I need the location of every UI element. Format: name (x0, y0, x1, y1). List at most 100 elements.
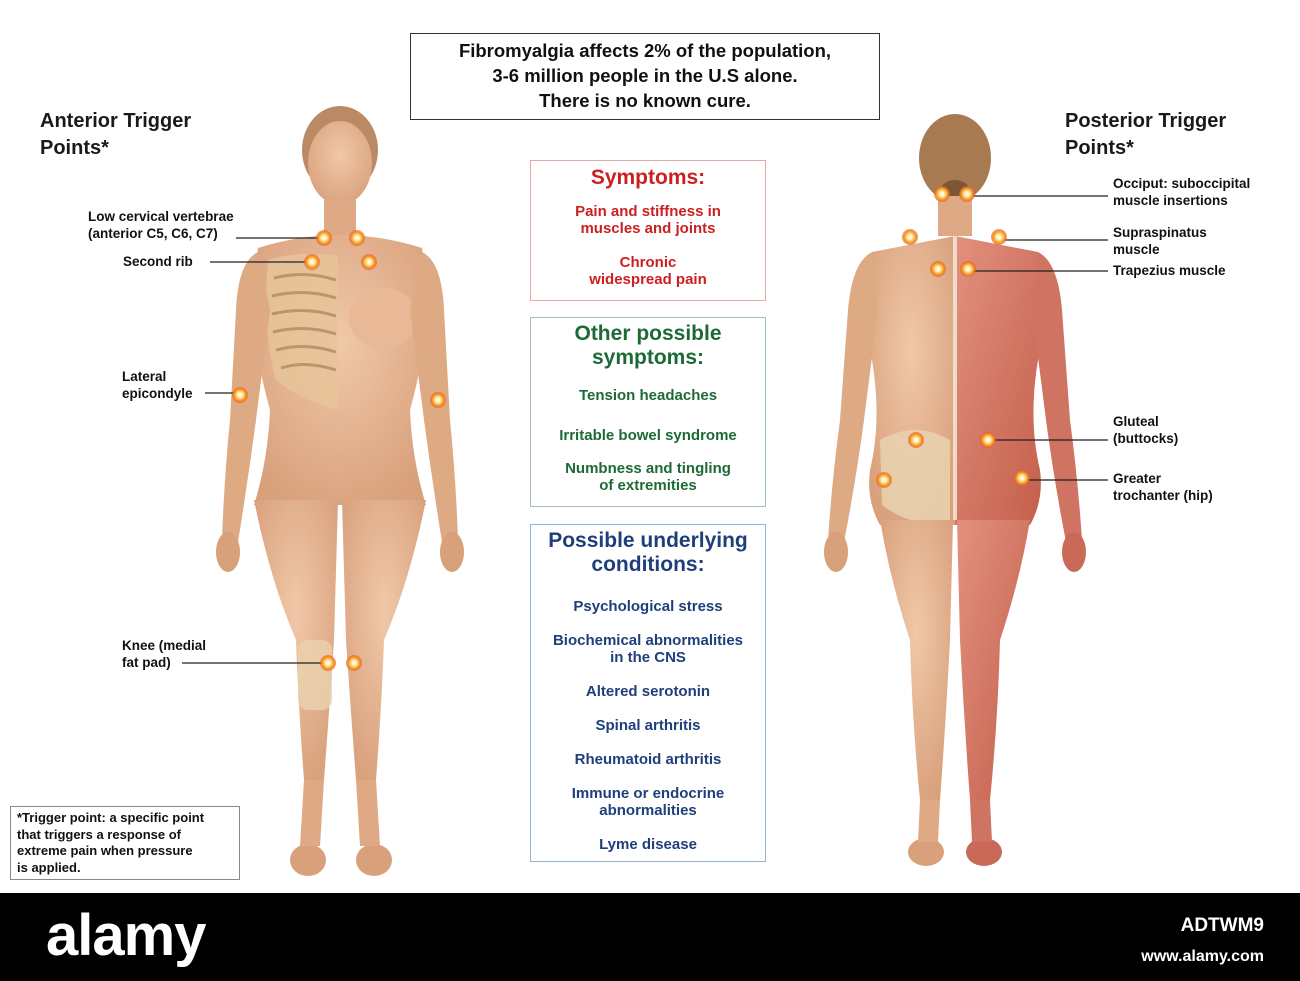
trigger-point-cervical-right (349, 230, 365, 246)
label-occiput-line-1: Occiput: suboccipital (1113, 176, 1251, 191)
back-leg-left (880, 520, 953, 800)
headline-line-1: Fibromyalgia affects 2% of the populatio… (458, 40, 832, 61)
front-hand-left (216, 532, 240, 572)
trigger-point-knee-right (346, 655, 362, 671)
label-greater-trochanter-line-2: trochanter (hip) (1113, 488, 1213, 503)
label-gluteal-line-1: Gluteal (1113, 414, 1159, 429)
trigger-point-epicondyle-left (232, 387, 248, 403)
symptoms-heading: Symptoms: (590, 166, 706, 189)
stock-banner (0, 893, 1300, 981)
front-foot-left (290, 844, 326, 876)
underlying-heading-line-1: Possible underlying (548, 529, 748, 552)
posterior-leader-lines (972, 195, 1108, 481)
front-knee-bones (298, 640, 332, 710)
footnote-line-3: extreme pain when pressure (17, 843, 193, 858)
label-low-cervical: Low cervical vertebrae (anterior C5, C6,… (88, 208, 234, 242)
label-low-cervical-line-1: Low cervical vertebrae (88, 209, 234, 224)
front-leg-left (254, 500, 338, 780)
label-lateral-epicondyle-line-1: Lateral (122, 369, 167, 384)
other-symptoms-item-3-line-1: Numbness and tingling (565, 460, 731, 477)
back-leg-right (957, 520, 1030, 800)
posterior-title: Posterior Trigger Points* (1065, 108, 1226, 162)
underlying-item-6-line-2: abnormalities (599, 802, 697, 819)
label-trapezius: Trapezius muscle (1113, 263, 1226, 278)
back-arm-left (828, 252, 878, 542)
underlying-item-2-line-1: Biochemical abnormalities (552, 632, 744, 649)
trigger-point-epicondyle-right (430, 392, 446, 408)
underlying-item-6-line-1: Immune or endocrine (571, 785, 725, 802)
label-occiput-line-2: muscle insertions (1113, 193, 1228, 208)
underlying-item-1: Psychological stress (573, 598, 723, 615)
trigger-point-occiput-left (934, 186, 950, 202)
trigger-point-cervical-left (316, 230, 332, 246)
label-knee: Knee (medial fat pad) (122, 637, 206, 671)
trigger-point-gluteal-left (908, 432, 924, 448)
label-lateral-epicondyle: Lateral epicondyle (122, 368, 193, 402)
back-torso-muscle (955, 236, 1043, 525)
trigger-point-occiput-right (959, 186, 975, 202)
trigger-point-gluteal-right (980, 432, 996, 448)
back-pelvis (880, 430, 950, 523)
front-foot-right (356, 844, 392, 876)
trigger-points (232, 186, 1030, 671)
back-foot-right (966, 838, 1002, 866)
trigger-point-supraspinatus-right (991, 229, 1007, 245)
symptoms-item-2-line-2: widespread pain (589, 271, 707, 288)
headline-line-2: 3-6 million people in the U.S alone. (492, 65, 798, 86)
symptoms-item-1-line-1: Pain and stiffness in (575, 203, 721, 220)
label-supraspinatus-line-2: muscle (1113, 242, 1160, 257)
label-supraspinatus: Supraspinatus muscle (1113, 224, 1207, 258)
underlying-item-5: Rheumatoid arthritis (574, 751, 722, 768)
label-knee-line-2: fat pad) (122, 655, 171, 670)
front-breast (349, 288, 417, 348)
label-gluteal-line-2: (buttocks) (1113, 431, 1179, 446)
label-gluteal: Gluteal (buttocks) (1113, 413, 1178, 447)
front-leg-right (342, 500, 426, 780)
trigger-point-supraspinatus-left (902, 229, 918, 245)
label-knee-line-1: Knee (medial (122, 638, 207, 653)
symptoms-box: Symptoms: Pain and stiffness in muscles … (530, 160, 766, 301)
back-hand-left (824, 532, 848, 572)
trigger-point-footnote: *Trigger point: a specific point that tr… (10, 806, 240, 880)
underlying-item-3: Altered serotonin (585, 683, 711, 700)
back-head (919, 114, 991, 202)
back-arm-right (1032, 252, 1082, 542)
anterior-title-line-2: Points* (40, 137, 109, 159)
label-supraspinatus-line-1: Supraspinatus (1113, 225, 1207, 240)
other-symptoms-heading-line-2: symptoms: (591, 346, 705, 369)
back-neck (938, 196, 972, 236)
trigger-point-trapezius-right (960, 261, 976, 277)
other-symptoms-item-2: Irritable bowel syndrome (559, 427, 737, 444)
headline-line-3: There is no known cure. (539, 90, 751, 111)
underlying-item-7: Lyme disease (599, 836, 697, 853)
label-lateral-epicondyle-line-2: epicondyle (122, 386, 193, 401)
label-low-cervical-line-2: (anterior C5, C6, C7) (88, 226, 218, 241)
stock-logo: alamy (46, 903, 206, 968)
posterior-figure (824, 114, 1086, 866)
other-symptoms-box: Other possible symptoms: Tension headach… (530, 317, 766, 507)
other-symptoms-heading-line-1: Other possible (574, 322, 722, 345)
other-symptoms-item-1: Tension headaches (578, 387, 718, 404)
trigger-point-trapezius-left (930, 261, 946, 277)
front-head (308, 121, 372, 205)
label-second-rib: Second rib (123, 254, 193, 269)
underlying-heading-line-2: conditions: (591, 553, 705, 576)
stock-url: www.alamy.com (1141, 948, 1264, 965)
posterior-title-line-2: Points* (1065, 137, 1134, 159)
anterior-figure (216, 106, 464, 876)
trigger-point-trochanter-left (876, 472, 892, 488)
label-occiput: Occiput: suboccipital muscle insertions (1113, 175, 1250, 209)
posterior-title-line-1: Posterior Trigger (1065, 110, 1227, 132)
underlying-item-4: Spinal arthritis (595, 717, 701, 734)
symptoms-item-1-line-2: muscles and joints (580, 220, 716, 237)
front-hand-right (440, 532, 464, 572)
footnote-line-2: that triggers a response of (17, 826, 181, 842)
underlying-item-2-line-2: in the CNS (610, 649, 686, 666)
back-hand-right (1062, 532, 1086, 572)
stock-image-id: ADTWM9 (1180, 915, 1264, 936)
anterior-title-line-1: Anterior Trigger (40, 110, 192, 132)
label-greater-trochanter-line-1: Greater (1113, 471, 1162, 486)
symptoms-item-2-line-1: Chronic (619, 254, 677, 271)
trigger-point-second-rib-left (304, 254, 320, 270)
label-greater-trochanter: Greater trochanter (hip) (1113, 470, 1213, 504)
